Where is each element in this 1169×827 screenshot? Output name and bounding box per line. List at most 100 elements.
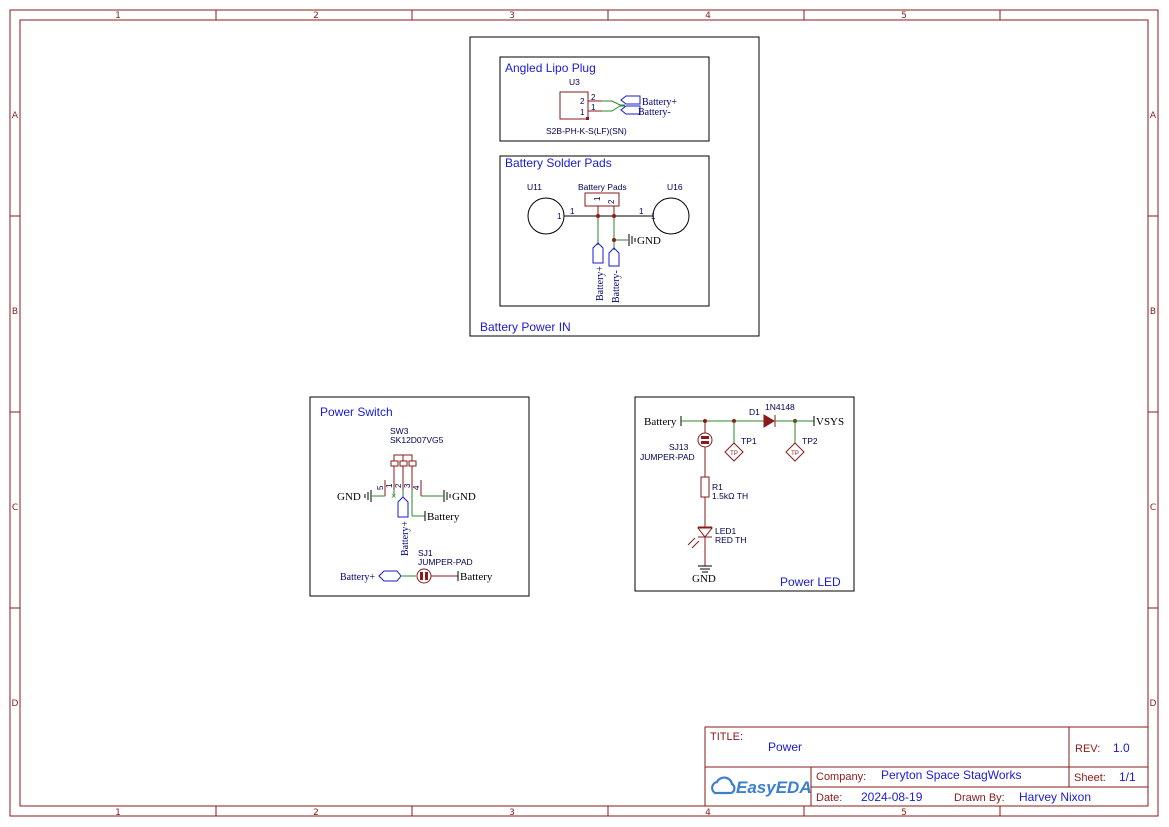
col-label: 4 [705, 11, 711, 21]
drawn-by-value: Harvey Nixon [1019, 790, 1091, 804]
row-label: C [1150, 503, 1156, 513]
no-connect-mark: × [391, 491, 396, 501]
component-value: 1.5kΩ TH [712, 491, 748, 501]
ground-symbol [628, 234, 636, 246]
pin-number: 1 [593, 196, 602, 201]
power-switch-block[interactable]: Power Switch SW3 SK12D07VG5 5 1 2 3 4 × … [309, 396, 530, 597]
connector-body[interactable] [559, 91, 589, 120]
pin-number: 1 [591, 103, 596, 112]
pin-number: 1 [570, 207, 575, 216]
col-label: 1 [115, 808, 121, 818]
sheet-value: 1/1 [1119, 770, 1136, 784]
component-ref: U3 [569, 77, 580, 87]
test-point-tp1[interactable]: TP [724, 442, 744, 462]
component-part: JUMPER-PAD [418, 557, 473, 567]
net-label: Battery [644, 416, 677, 428]
pin-number: 2 [591, 93, 596, 102]
block-title: Angled Lipo Plug [505, 61, 596, 75]
col-label: 2 [313, 808, 319, 818]
ground-symbol [698, 565, 712, 573]
col-label: 4 [705, 808, 711, 818]
net-label: VSYS [816, 416, 844, 428]
row-label: D [1150, 699, 1157, 709]
rev-label: REV: [1075, 743, 1100, 755]
block-title: Battery Power IN [480, 320, 571, 334]
jumper-pad-sj13[interactable] [697, 432, 713, 448]
sheet-frame: 1 2 3 4 5 1 2 3 4 5 A B C D A B C D [9, 9, 1159, 818]
row-label: A [1150, 111, 1157, 121]
block-title: Battery Solder Pads [505, 156, 612, 170]
net-port-flag [378, 570, 402, 582]
net-label: GND [692, 573, 716, 585]
led1[interactable] [687, 526, 714, 549]
pin-number: 1 [557, 212, 562, 221]
company-value: Peryton Space StagWorks [881, 768, 1022, 782]
pin-number: 1 [639, 207, 644, 216]
sheet-label: Sheet: [1074, 772, 1106, 784]
slide-switch[interactable] [384, 454, 422, 496]
net-label: Battery+ [340, 572, 375, 583]
cloud-icon [711, 776, 736, 795]
component-ref: R1 [712, 482, 723, 492]
net-label: Battery- [611, 270, 622, 303]
net-label: GND [337, 491, 361, 503]
resistor-r1[interactable] [700, 476, 710, 498]
battery-power-in-block[interactable]: Battery Power IN [469, 36, 760, 337]
company-label: Company: [816, 771, 866, 783]
test-point-tp2[interactable]: TP [785, 442, 805, 462]
block-title: Power LED [780, 575, 841, 589]
row-label: D [12, 699, 19, 709]
pin-number: 2 [580, 97, 585, 106]
power-led-block[interactable]: Power LED Battery D1 1N4148 VSYS TP TP1 … [634, 396, 855, 592]
pin-number: 1 [580, 108, 585, 117]
pin-number: 2 [394, 483, 403, 488]
component-ref: TP2 [802, 436, 818, 446]
block-title: Power Switch [320, 405, 393, 419]
ground-symbol [364, 490, 372, 502]
test-point-glyph: TP [730, 451, 738, 457]
row-label: B [12, 307, 18, 317]
component-value: RED TH [715, 535, 747, 545]
net-label: Battery+ [642, 97, 677, 108]
diode-d1[interactable] [763, 414, 776, 428]
jumper-pad[interactable] [416, 568, 432, 584]
easyeda-logo: EasyEDA [711, 776, 812, 797]
col-label: 5 [901, 808, 907, 818]
component-ref: TP1 [741, 436, 757, 446]
net-port-flag [397, 496, 409, 518]
col-label: 3 [509, 808, 515, 818]
component-ref: SW3 [390, 426, 409, 436]
angled-lipo-plug-block[interactable]: Angled Lipo Plug U3 2 1 2 1 Battery+ Bat… [499, 56, 710, 142]
component-part: JUMPER-PAD [640, 452, 695, 462]
date-value: 2024-08-19 [861, 790, 923, 804]
component-part: 1N4148 [765, 402, 795, 412]
row-label: C [12, 503, 18, 513]
battery-solder-pads-block[interactable]: Battery Solder Pads U11 Battery Pads U16… [499, 155, 710, 307]
pin-number: 2 [607, 199, 616, 204]
title-value: Power [768, 740, 802, 754]
title-label: TITLE: [710, 731, 743, 743]
net-port-flag [620, 105, 641, 115]
logo-text: EasyEDA [736, 778, 812, 797]
net-port-flag [592, 242, 604, 264]
row-label: B [1150, 307, 1156, 317]
net-label: Battery- [638, 107, 671, 118]
pin-number: 1 [651, 212, 656, 221]
test-point-glyph: TP [791, 451, 799, 457]
row-label: A [12, 111, 19, 121]
drawn-by-label: Drawn By: [954, 792, 1005, 804]
net-label: Battery+ [400, 521, 411, 556]
net-label: Battery [427, 511, 460, 523]
solder-pad-u16[interactable] [652, 197, 690, 235]
col-label: 5 [901, 11, 907, 21]
component-ref: LED1 [715, 526, 737, 536]
rev-value: 1.0 [1113, 741, 1130, 755]
date-label: Date: [816, 792, 842, 804]
battery-pads-connector[interactable] [584, 192, 620, 207]
component-ref: U11 [527, 182, 542, 192]
net-port-flag [620, 95, 641, 105]
col-label: 3 [509, 11, 515, 21]
pin-number: 1 [385, 483, 394, 488]
pin-number: 4 [412, 485, 421, 490]
